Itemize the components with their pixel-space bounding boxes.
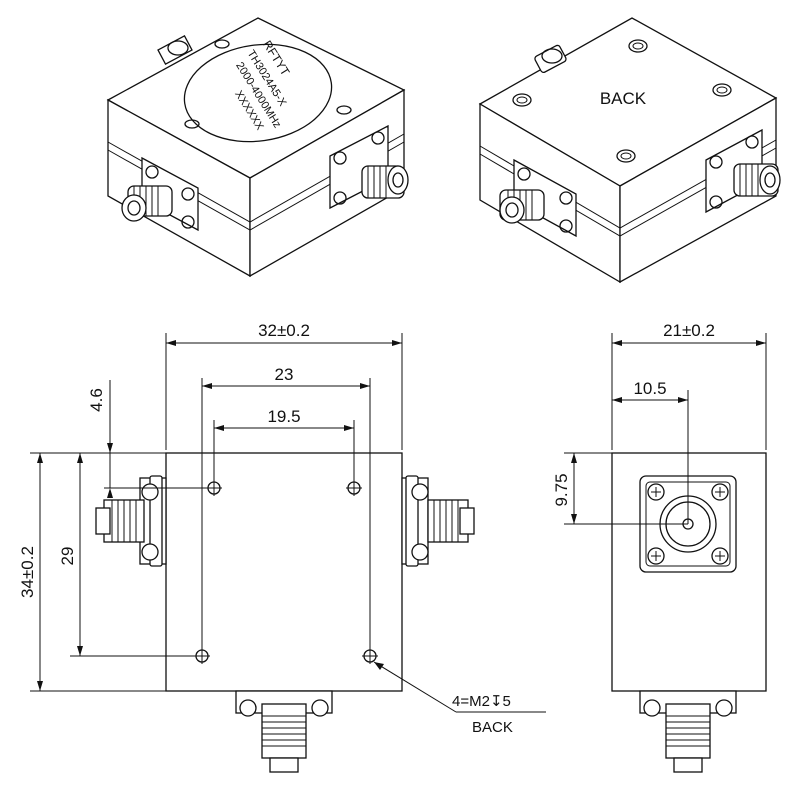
iso-front-view: RFTYT TH3024A5-X 2000-4000MHz XXXXXX	[106, 17, 409, 278]
dim-top-offset-text: 4.6	[87, 388, 106, 412]
product-label-oval	[183, 43, 333, 143]
dim-width: 32±0.2	[165, 321, 403, 450]
dim-connector-x: 10.5	[611, 379, 689, 524]
dim-hole-span-vertical-text: 29	[58, 547, 77, 566]
mounting-holes	[194, 480, 378, 664]
iso-back-left-connector	[499, 158, 577, 238]
dim-top-offset: 4.6	[76, 380, 214, 498]
iso-front-right-connector	[329, 124, 409, 210]
body-outline	[165, 452, 403, 692]
dim-hole-span-outer-text: 23	[275, 365, 294, 384]
dim-width-text: 32±0.2	[258, 321, 310, 340]
flange-screws	[647, 483, 729, 565]
dim-height: 34±0.2	[18, 452, 166, 692]
dim-depth-text: 21±0.2	[663, 321, 715, 340]
callout-side: BACK	[472, 719, 513, 736]
ortho-front-view: 32±0.2 23 19.5 4.6	[18, 321, 546, 773]
dim-hole-span-inner-text: 19.5	[267, 407, 300, 426]
iso-back-rear-connector	[534, 44, 567, 73]
dim-hole-span-vertical: 29	[58, 453, 202, 657]
dim-depth: 21±0.2	[611, 321, 767, 450]
ortho-side-view: 21±0.2 10.5 9.75	[552, 321, 767, 773]
bottom-sma-connector	[235, 690, 333, 773]
iso-front-rear-connector	[157, 35, 193, 65]
dim-hole-span-outer: 23	[201, 365, 371, 656]
iso-back-right-connector	[705, 128, 781, 214]
left-sma-connector	[95, 475, 167, 567]
dim-height-text: 34±0.2	[18, 546, 37, 598]
side-bottom-connector	[639, 690, 737, 773]
dim-hole-span-inner: 19.5	[213, 407, 355, 488]
back-label: BACK	[600, 89, 647, 108]
thread-callout: 4=M2↧5 BACK	[373, 661, 546, 736]
dim-connector-x-text: 10.5	[633, 379, 666, 398]
iso-front-left-connector	[121, 156, 199, 232]
iso-back-view: BACK	[478, 17, 781, 284]
right-sma-connector	[401, 475, 475, 567]
dim-connector-y: 9.75	[552, 452, 688, 525]
callout-thread: 4=M2↧5	[452, 693, 511, 710]
dim-connector-y-text: 9.75	[552, 473, 571, 506]
